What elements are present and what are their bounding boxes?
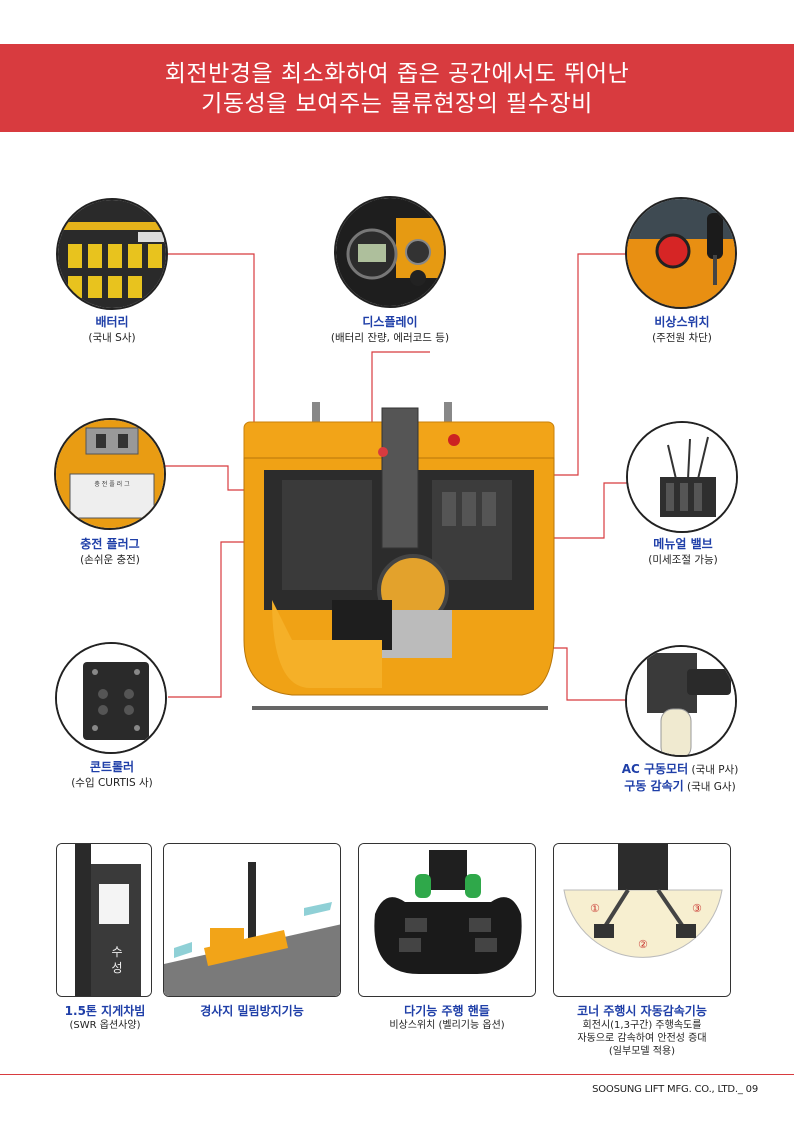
card-title-3: 다기능 주행 핸들 [404,1004,490,1018]
card-label-handle: 다기능 주행 핸들 비상스위치 (벨리기능 옵션) [358,1002,536,1032]
card-corner-deceleration: ① ② ③ [553,843,731,997]
valve-label: 메뉴얼 밸브 (미세조절 가능) [608,535,758,567]
emergency-switch-photo [625,197,737,309]
card-forklift-beam: 수 성 [56,843,152,997]
card-title-2: 경사지 밀림방지기능 [200,1004,304,1018]
reducer-title: 구동 감속기 [624,779,684,793]
battery-title: 배터리 [95,315,129,329]
motor-title: AC 구동모터 [621,762,689,776]
emergency-label: 비상스위치 (주전원 차단) [610,313,754,345]
card-sub-4a: 회전시(1,3구간) 주행속도를 [582,1020,702,1031]
controller-title: 콘트롤러 [89,760,135,774]
card-label-corner: 코너 주행시 자동감속기능 회전시(1,3구간) 주행속도를 자동으로 감속하여… [553,1002,731,1058]
card-sub-4c: (일부모델 적용) [608,1046,676,1057]
manual-valve-photo [626,421,738,533]
banner-line-2: 기동성을 보여주는 물류현장의 필수장비 [201,91,593,117]
header-banner: 회전반경을 최소화하여 좁은 공간에서도 뛰어난 기동성을 보여주는 물류현장의… [0,44,794,132]
controller-photo [55,642,167,754]
emergency-subtitle: (주전원 차단) [652,332,712,344]
card-slope-antirollback [163,843,341,997]
mast-text-2: 성 [111,961,122,975]
emergency-title: 비상스위치 [654,315,710,329]
display-photo [334,196,446,308]
motor-title-suffix: (국내 P사) [688,764,739,776]
card-label-forklift-beam: 1.5톤 지게차빔 (SWR 옵션사양) [40,1002,170,1032]
battery-subtitle: (국내 S사) [88,332,136,344]
controller-subtitle: (수입 CURTIS 사) [71,777,153,789]
card-sub-3: 비상스위치 (벨리기능 옵션) [389,1020,505,1031]
charging-plug-photo: 충 전 플 러 그 [54,418,166,530]
drive-motor-photo [625,645,737,757]
card-title-4: 코너 주행시 자동감속기능 [577,1004,707,1018]
corner-mark-3: ③ [692,902,702,915]
controller-label: 콘트롤러 (수입 CURTIS 사) [40,758,184,790]
battery-photo [56,198,168,310]
card-label-slope: 경사지 밀림방지기능 [163,1002,341,1019]
display-subtitle: (배터리 잔량, 에러코드 등) [330,332,450,344]
pallet-truck-photo [243,402,555,710]
charging-label: 충전 플러그 (손쉬운 충전) [40,535,180,567]
mast-text-1: 수 [111,945,122,959]
valve-title: 메뉴얼 밸브 [653,537,713,551]
valve-subtitle: (미세조절 가능) [648,554,718,566]
display-label: 디스플레이 (배터리 잔량, 에러코드 등) [300,313,480,345]
display-title: 디스플레이 [362,315,418,329]
card-sub-4b: 자동으로 감속하여 안전성 증대 [577,1033,707,1044]
footer-divider [0,1074,794,1075]
charging-title: 충전 플러그 [80,537,140,551]
battery-label: 배터리 (국내 S사) [40,313,184,345]
corner-mark-2: ② [638,938,648,951]
charging-subtitle: (손쉬운 충전) [80,554,140,566]
footer-text: SOOSUNG LIFT MFG. CO., LTD._ 09 [592,1084,758,1095]
banner-line-1: 회전반경을 최소화하여 좁은 공간에서도 뛰어난 [164,61,630,87]
corner-mark-1: ① [590,902,600,915]
motor-label: AC 구동모터 (국내 P사) 구동 감속기 (국내 G사) [600,760,760,794]
card-sub-1: (SWR 옵션사양) [69,1020,141,1031]
card-title-1: 1.5톤 지게차빔 [64,1004,146,1018]
plug-plate-text: 충 전 플 러 그 [94,480,130,488]
reducer-title-suffix: (국내 G사) [683,781,736,793]
battery-leader [168,253,308,424]
card-multifunction-handle [358,843,536,997]
